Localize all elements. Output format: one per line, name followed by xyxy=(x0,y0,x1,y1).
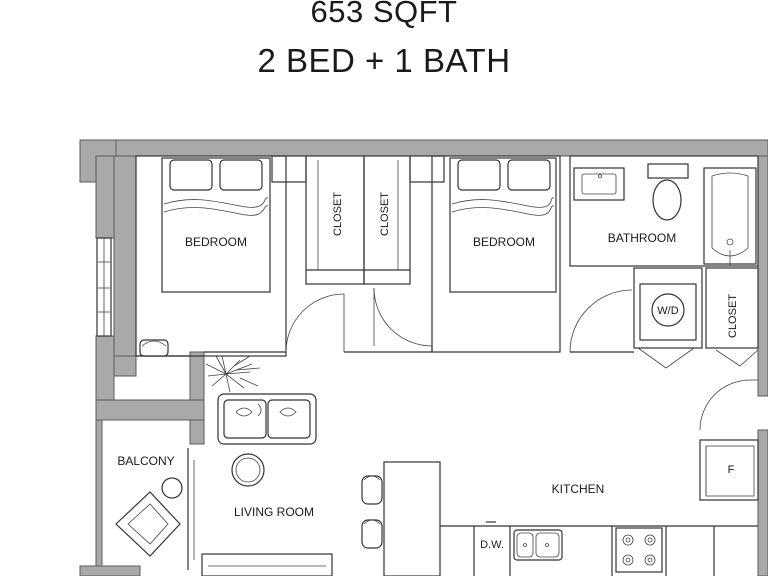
walls xyxy=(79,139,768,576)
label-bathroom: BATHROOM xyxy=(608,231,676,245)
door-closet-bifold xyxy=(715,349,759,367)
balcony-chair xyxy=(115,491,181,557)
stove xyxy=(615,527,663,573)
closet-shelves xyxy=(306,160,410,271)
label-closet-3: CLOSET xyxy=(727,294,739,338)
kitchen-island xyxy=(383,461,441,576)
doors xyxy=(285,287,759,431)
kitchen-counter xyxy=(440,521,758,576)
wall-right-upper xyxy=(757,155,768,397)
plan-layout-title: 2 BED + 1 BATH xyxy=(257,42,511,79)
door-entry xyxy=(699,379,751,431)
bar-stools xyxy=(361,475,383,549)
balcony-table xyxy=(161,477,183,499)
label-closet-1: CLOSET xyxy=(332,192,344,236)
label-living-room: LIVING ROOM xyxy=(234,505,314,519)
wall-balcony-top xyxy=(95,399,205,421)
door-wd-bifold xyxy=(637,347,695,369)
bedroom-1-outline xyxy=(135,155,287,357)
bathroom-fixtures xyxy=(573,163,757,266)
plant-icon xyxy=(205,355,261,393)
label-dishwasher: D.W. xyxy=(480,539,504,551)
washer-dryer-outline xyxy=(633,267,703,349)
wall-left-upper xyxy=(95,155,115,239)
balcony-door xyxy=(187,448,195,570)
kitchen-sink xyxy=(513,529,563,561)
bedroom-2-outline xyxy=(431,155,561,353)
bed-1 xyxy=(161,157,271,293)
label-bedroom-1: BEDROOM xyxy=(185,235,247,249)
label-closet-2: CLOSET xyxy=(379,192,391,236)
label-kitchen: KITCHEN xyxy=(552,482,605,496)
door-bedroom-1 xyxy=(285,293,345,353)
washer-dryer-icon xyxy=(651,293,685,327)
sofa xyxy=(217,393,317,445)
tv-console xyxy=(201,553,333,576)
wall-living-left xyxy=(189,351,205,445)
window-left xyxy=(96,237,112,337)
side-table xyxy=(231,453,265,487)
label-fridge: F xyxy=(728,464,735,476)
wall-right-lower xyxy=(757,429,768,576)
label-washer-dryer: W/D xyxy=(657,305,678,317)
wall-bedroom-left xyxy=(113,155,137,357)
bathroom-outline xyxy=(569,155,759,267)
label-bedroom-2: BEDROOM xyxy=(473,235,535,249)
wall-balcony-left xyxy=(95,419,103,576)
wall-stub xyxy=(113,355,137,377)
wall-top xyxy=(79,139,768,157)
fridge xyxy=(699,439,759,501)
wall-bottom-left xyxy=(79,565,141,576)
door-bathroom xyxy=(569,289,633,353)
chair-bedroom-1 xyxy=(139,339,169,357)
closet-3-outline xyxy=(705,267,759,349)
bed-2 xyxy=(449,157,557,293)
room-outlines xyxy=(135,155,759,357)
closet-2-outline xyxy=(363,155,411,285)
plan-area-title: 653 SQFT xyxy=(310,0,458,29)
label-balcony: BALCONY xyxy=(117,454,174,468)
